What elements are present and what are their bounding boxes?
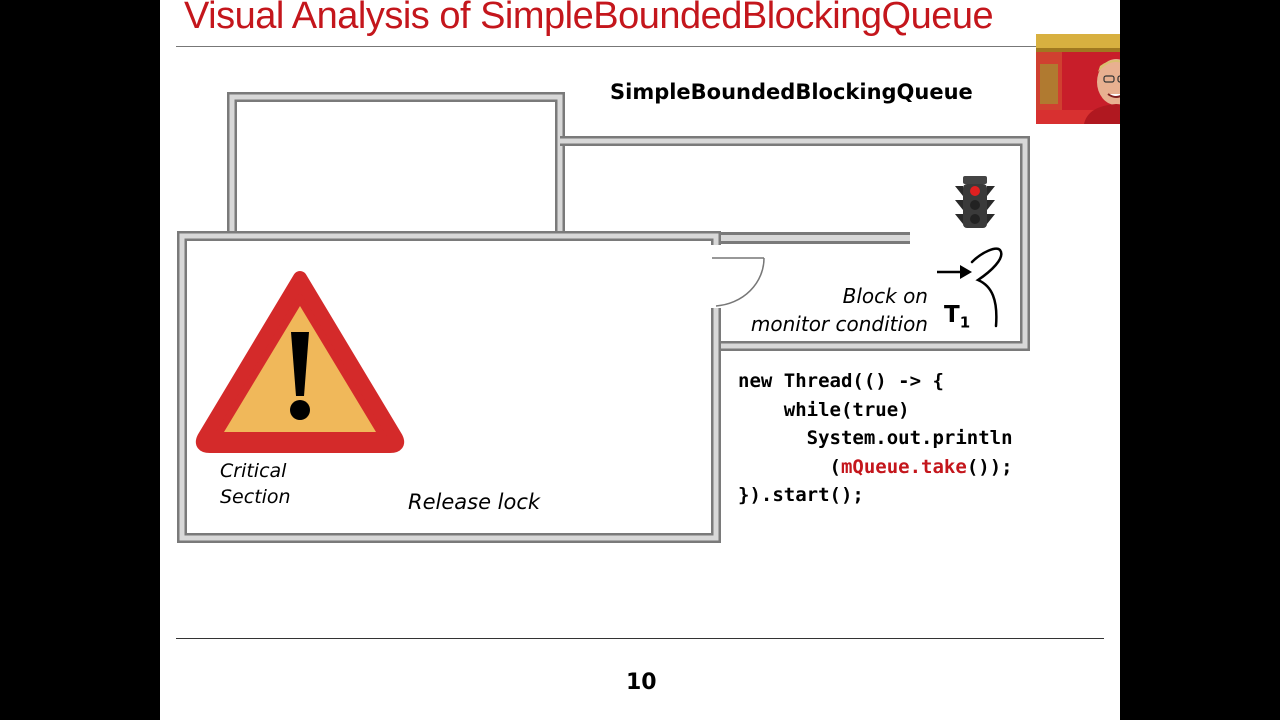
- code-line: }).start();: [738, 484, 864, 507]
- code-snippet: new Thread(() -> { while(true) System.ou…: [738, 367, 1013, 510]
- thread-label: T1: [944, 302, 970, 332]
- block-label-line2: monitor condition: [750, 312, 928, 336]
- code-token: (: [738, 455, 841, 478]
- critical-label-line1: Critical: [220, 460, 287, 482]
- code-line: while(true): [738, 398, 910, 421]
- code-line: System.out.println: [738, 427, 1013, 450]
- arrow-icon: [937, 265, 972, 279]
- code-line: (mQueue.take());: [738, 453, 1013, 482]
- slide-title: Visual Analysis of SimpleBoundedBlocking…: [184, 0, 994, 37]
- critical-label-line2: Section: [220, 486, 291, 508]
- webcam-image: [1036, 34, 1120, 124]
- warning-triangle-icon: [195, 271, 405, 453]
- critical-section-room: [177, 231, 721, 543]
- thread-squiggle-icon: [970, 247, 1003, 328]
- entrance-room: [227, 92, 565, 232]
- block-label: Block on monitor condition: [720, 282, 928, 338]
- thread-subscript: 1: [959, 313, 971, 332]
- footer-divider: [176, 638, 1104, 639]
- title-divider: [176, 46, 1120, 47]
- block-label-line1: Block on: [842, 284, 928, 308]
- code-line: new Thread(() -> {: [738, 370, 944, 392]
- thread-name: T: [944, 302, 960, 328]
- monitor-diagram: [177, 92, 1030, 543]
- code-token-highlight: mQueue: [840, 455, 910, 478]
- release-lock-label: Release lock: [408, 490, 541, 514]
- waiting-room: [560, 136, 1030, 351]
- code-token: ());: [966, 455, 1013, 478]
- traffic-light-icon: [955, 176, 995, 228]
- slide: Visual Analysis of SimpleBoundedBlocking…: [160, 0, 1120, 720]
- presenter-webcam: [1036, 34, 1120, 124]
- code-token-highlight: take: [921, 455, 967, 478]
- code-token-highlight: .: [909, 455, 922, 478]
- queue-label: SimpleBoundedBlockingQueue: [610, 80, 973, 104]
- door: [712, 257, 765, 307]
- page-number: 10: [626, 670, 657, 695]
- critical-section-label: Critical Section: [220, 458, 291, 510]
